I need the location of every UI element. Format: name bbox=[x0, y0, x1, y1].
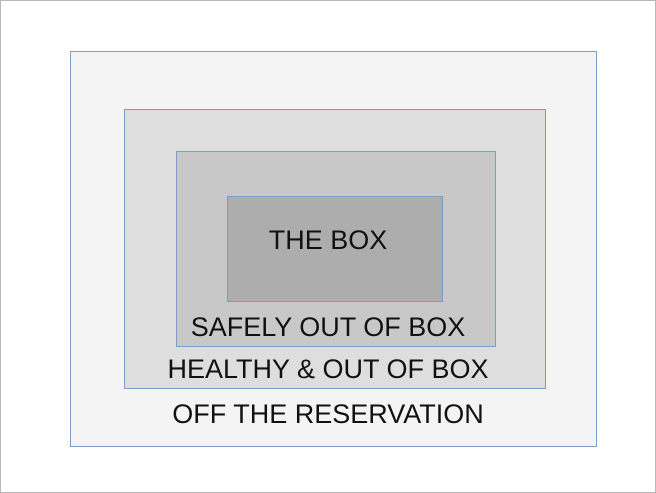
label-the-box: THE BOX bbox=[268, 225, 388, 255]
box-the-box bbox=[227, 196, 443, 302]
label-safely-out-of-box: SAFELY OUT OF BOX bbox=[190, 312, 466, 342]
label-off-the-reservation: OFF THE RESERVATION bbox=[172, 399, 484, 429]
label-healthy-out-of-box: HEALTHY & OUT OF BOX bbox=[167, 354, 489, 384]
